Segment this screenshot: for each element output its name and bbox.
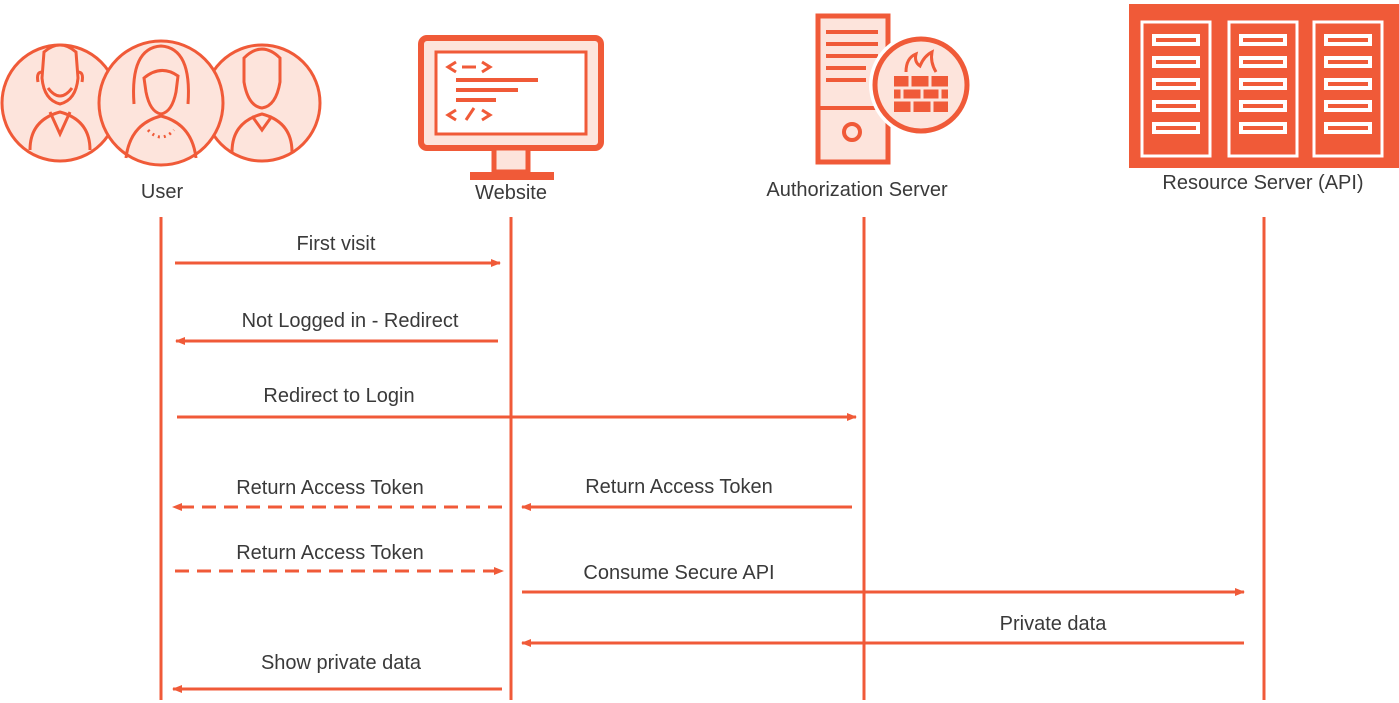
message-label-show-private-data: Show private data [260,652,422,674]
message-label-return-access-token-from-auth: Return Access Token [585,476,773,498]
message-label-not-logged-in-redirect: Not Logged in - Redirect [241,310,459,332]
message-label-return-access-token-to-user: Return Access Token [236,477,424,499]
actor-label-website: Website [475,182,547,204]
message-label-consume-secure-api: Consume Secure API [583,562,775,584]
server-rack-icon [1129,4,1399,168]
users-group-icon [0,39,322,167]
message-label-private-data: Private data [999,613,1107,635]
actor-label-resource-server: Resource Server (API) [1162,172,1364,194]
monitor-code-icon [418,35,604,180]
message-label-redirect-to-login: Redirect to Login [263,385,415,407]
actor-label-user: User [140,181,184,203]
message-label-return-access-token-to-website: Return Access Token [236,542,424,564]
message-label-first-visit: First visit [296,233,376,255]
server-firewall-icon [815,13,973,165]
actor-label-authorization-server: Authorization Server [766,179,948,201]
